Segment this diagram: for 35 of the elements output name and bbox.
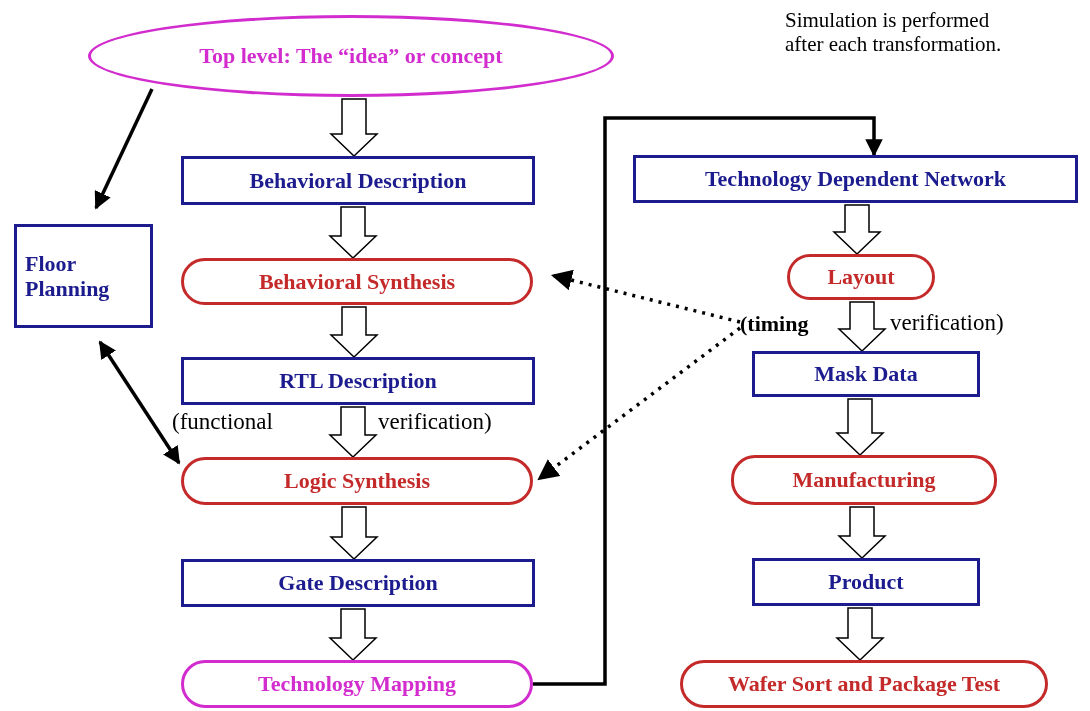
arrow [98, 340, 181, 465]
annotation-text: (timing [740, 310, 828, 338]
process-box: Floor Planning [14, 224, 153, 328]
rounded-process-box: Logic Synthesis [181, 457, 533, 505]
process-box: Behavioral Description [181, 156, 535, 205]
rounded-process-box: Technology Mapping [181, 660, 533, 708]
annotation-text: (functional [172, 409, 273, 435]
block-arrow [329, 98, 379, 158]
dotted-arrow [537, 326, 742, 481]
block-arrow [329, 306, 379, 359]
block-arrow [837, 301, 887, 353]
block-arrow [328, 406, 378, 459]
process-box: Mask Data [752, 351, 980, 397]
block-arrow [328, 206, 378, 260]
arrow [533, 116, 883, 686]
block-arrow [835, 398, 885, 457]
block-arrow [835, 607, 885, 662]
block-arrow [329, 506, 379, 561]
process-box: Gate Description [181, 559, 535, 607]
note-text: Simulation is performed after each transformation. [785, 8, 1003, 57]
rounded-process-box: Wafer Sort and Package Test [680, 660, 1048, 708]
ellipse-node: Top level: The “idea” or concept [88, 15, 614, 97]
block-arrow [837, 506, 887, 560]
block-arrow [832, 204, 882, 256]
rounded-process-box: Layout [787, 254, 935, 300]
rounded-process-box: Behavioral Synthesis [181, 258, 533, 305]
arrow [94, 88, 154, 210]
annotation-text: verification) [378, 409, 492, 435]
process-box: Product [752, 558, 980, 606]
dotted-arrow [550, 269, 741, 324]
process-box: Technology Dependent Network [633, 155, 1078, 203]
block-arrow [328, 608, 378, 662]
rounded-process-box: Manufacturing [731, 455, 997, 505]
annotation-text: verification) [890, 310, 1004, 336]
process-box: RTL Description [181, 357, 535, 405]
